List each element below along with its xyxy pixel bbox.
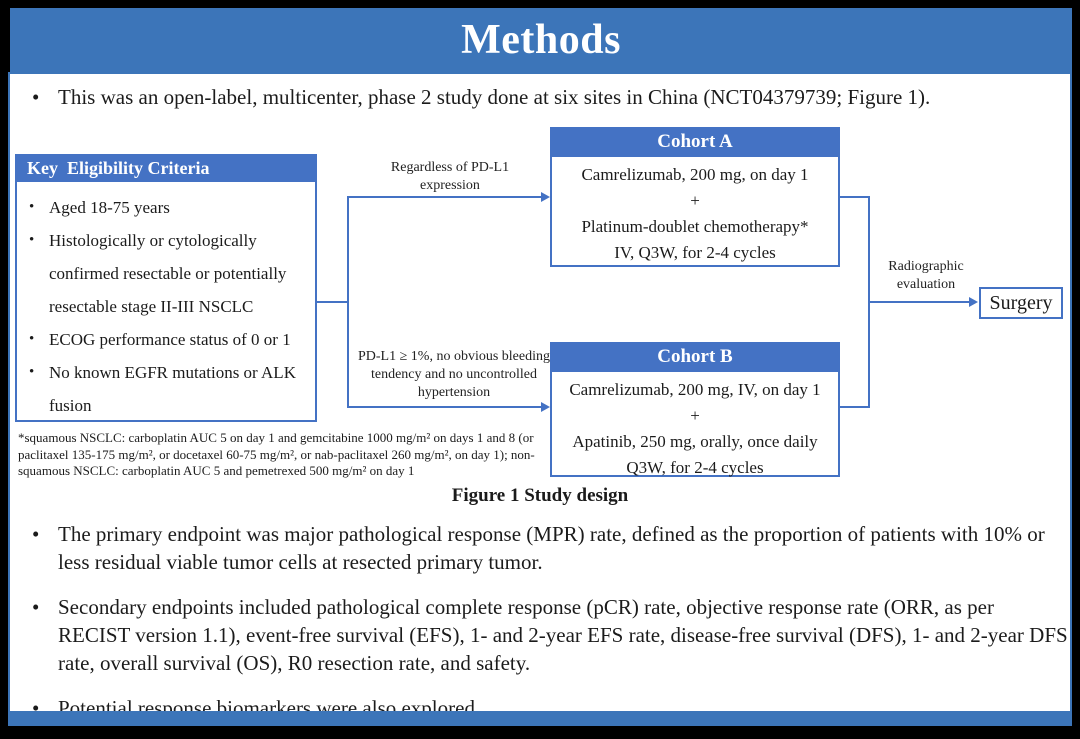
slide-title-bar: Methods (10, 8, 1072, 72)
connector-split-vertical (347, 196, 349, 408)
chemotherapy-footnote: *squamous NSCLC: carboplatin AUC 5 on da… (18, 430, 535, 478)
intro-bullet: This was an open-label, multicenter, pha… (24, 83, 1064, 111)
eligibility-box-title: Key Eligibility Criteria (17, 156, 315, 182)
cohort-b-line: Q3W, for 2-4 cycles (626, 458, 764, 477)
cohort-a-line: + (690, 191, 700, 210)
cohort-b-box: Cohort B Camrelizumab, 200 mg, IV, on da… (550, 342, 840, 477)
slide-title: Methods (461, 17, 621, 63)
connector-eligibility-out (317, 301, 347, 303)
bottom-accent-strip (10, 711, 1070, 724)
cohort-a-line: Camrelizumab, 200 mg, on day 1 (581, 165, 809, 184)
cohort-a-line: Platinum-doublet chemotherapy* (581, 217, 809, 236)
connector-to-cohort-b (347, 406, 543, 408)
surgery-box: Surgery (979, 287, 1063, 319)
cohort-a-body: Camrelizumab, 200 mg, on day 1 + Platinu… (552, 157, 838, 266)
cohort-b-line: Apatinib, 250 mg, orally, once daily (572, 432, 818, 451)
eligibility-item: ECOG performance status of 0 or 1 (25, 323, 311, 356)
cohort-b-line: + (690, 406, 700, 425)
eligibility-box: Key Eligibility Criteria Aged 18-75 year… (15, 154, 317, 422)
eligibility-item: No known EGFR mutations or ALK fusion (25, 356, 311, 422)
slide-content: This was an open-label, multicenter, pha… (8, 72, 1072, 726)
secondary-endpoints-bullet: Secondary endpoints included pathologica… (24, 593, 1068, 677)
cohort-a-line: IV, Q3W, for 2-4 cycles (614, 243, 776, 262)
figure-caption: Figure 1 Study design (451, 485, 629, 506)
branch-label-top: Regardless of PD-L1 expression (390, 160, 510, 193)
arrowhead-cohort-a-icon (541, 192, 550, 202)
cohort-b-body: Camrelizumab, 200 mg, IV, on day 1 + Apa… (552, 372, 838, 481)
eligibility-item: Histologically or cytologically confirme… (25, 224, 311, 323)
connector-cohort-b-out (840, 406, 870, 408)
connector-to-surgery (868, 301, 971, 303)
primary-endpoint-bullet: The primary endpoint was major pathologi… (24, 520, 1068, 576)
endpoint-bullets: The primary endpoint was major pathologi… (24, 520, 1068, 739)
eligibility-list: Aged 18-75 years Histologically or cytol… (17, 182, 315, 422)
connector-cohort-a-out (840, 196, 870, 198)
cohort-b-title: Cohort B (552, 344, 838, 372)
arrowhead-cohort-b-icon (541, 402, 550, 412)
evaluation-label: Radiographic evaluation (888, 259, 964, 292)
cohort-b-line: Camrelizumab, 200 mg, IV, on day 1 (569, 380, 821, 399)
cohort-a-box: Cohort A Camrelizumab, 200 mg, on day 1 … (550, 127, 840, 267)
connector-to-cohort-a (347, 196, 543, 198)
cohort-a-title: Cohort A (552, 129, 838, 157)
arrowhead-surgery-icon (969, 297, 978, 307)
branch-label-bottom: PD-L1 ≥ 1%, no obvious bleeding tendency… (358, 349, 551, 400)
eligibility-item: Aged 18-75 years (25, 191, 311, 224)
